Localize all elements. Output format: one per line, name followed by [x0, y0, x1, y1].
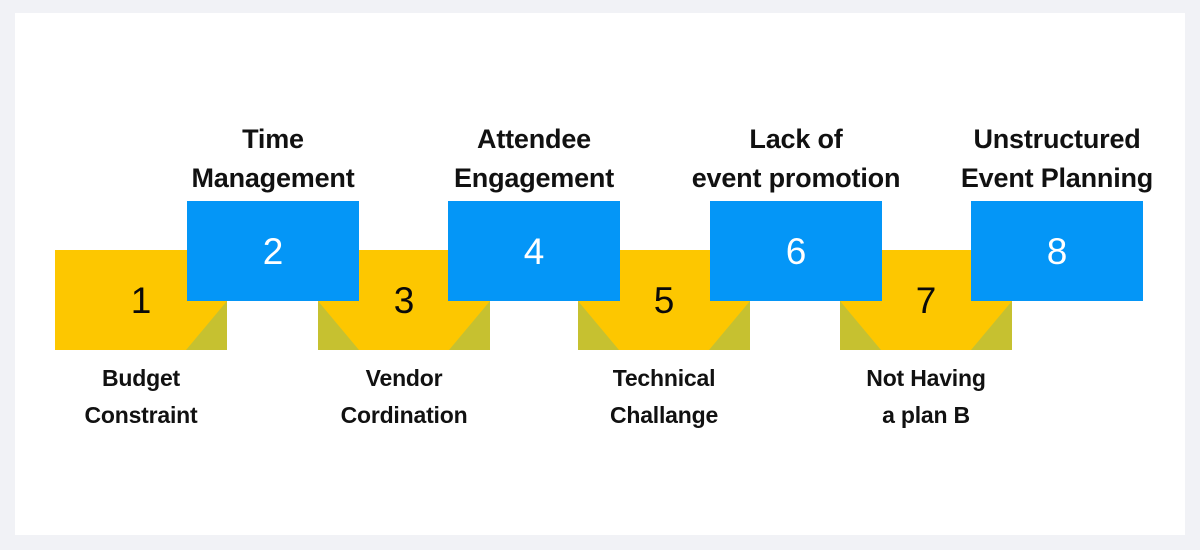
- step-3[interactable]: 3 Vendor Cordination: [318, 250, 490, 428]
- step-2-label-line2: Management: [191, 162, 355, 193]
- step-1-label: Budget Constraint: [0, 360, 287, 435]
- step-6-label-line2: event promotion: [691, 162, 901, 193]
- step-3-label-line1: Vendor: [365, 365, 443, 391]
- step-4[interactable]: 4 Attendee Engagement: [448, 124, 620, 301]
- step-8[interactable]: 8 Unstructured Event Planning: [961, 124, 1153, 301]
- step-2-label: Time Management: [127, 120, 419, 197]
- step-4-label-line2: Engagement: [453, 162, 615, 193]
- step-2[interactable]: 2 Time Management: [187, 124, 359, 301]
- step-4-number: 4: [523, 230, 545, 272]
- step-1-label-line2: Constraint: [84, 402, 198, 429]
- step-1-label-line1: Budget: [101, 365, 180, 391]
- step-8-number: 8: [1046, 230, 1068, 272]
- step-6-label-line1: Lack of: [749, 124, 843, 155]
- step-4-label: Attendee Engagement: [388, 120, 680, 197]
- step-5-number: 5: [653, 279, 675, 321]
- step-7-label: Not Having a plan B: [780, 360, 1072, 435]
- step-4-box[interactable]: [448, 201, 620, 301]
- step-1-number: 1: [130, 279, 152, 321]
- step-1[interactable]: 1 Budget Constraint: [55, 250, 227, 428]
- step-5-label-line1: Technical: [612, 365, 716, 391]
- step-6-number: 6: [785, 230, 807, 272]
- step-4-label-line1: Attendee: [477, 124, 591, 155]
- step-3-label: Vendor Cordination: [258, 360, 550, 435]
- step-8-box[interactable]: [971, 201, 1143, 301]
- step-7-label-line2: a plan B: [882, 402, 970, 429]
- step-7-label-line1: Not Having: [866, 365, 986, 391]
- step-8-label-line1: Unstructured: [973, 124, 1141, 155]
- step-7[interactable]: 7 Not Having a plan B: [840, 250, 1012, 428]
- step-2-label-line1: Time: [242, 124, 304, 155]
- step-6-label: Lack of event promotion: [650, 120, 942, 197]
- step-8-label-line2: Event Planning: [960, 162, 1154, 193]
- step-6[interactable]: 6 Lack of event promotion: [692, 124, 900, 301]
- step-3-label-line2: Cordination: [340, 402, 468, 429]
- step-2-box[interactable]: [187, 201, 359, 301]
- step-5[interactable]: 5 Technical Challange: [578, 250, 750, 428]
- step-5-label: Technical Challange: [518, 360, 810, 435]
- step-8-label: Unstructured Event Planning: [911, 120, 1200, 197]
- step-2-number: 2: [262, 230, 284, 272]
- step-7-number: 7: [915, 279, 937, 321]
- step-5-label-line2: Challange: [609, 402, 719, 429]
- step-6-box[interactable]: [710, 201, 882, 301]
- step-3-number: 3: [393, 279, 415, 321]
